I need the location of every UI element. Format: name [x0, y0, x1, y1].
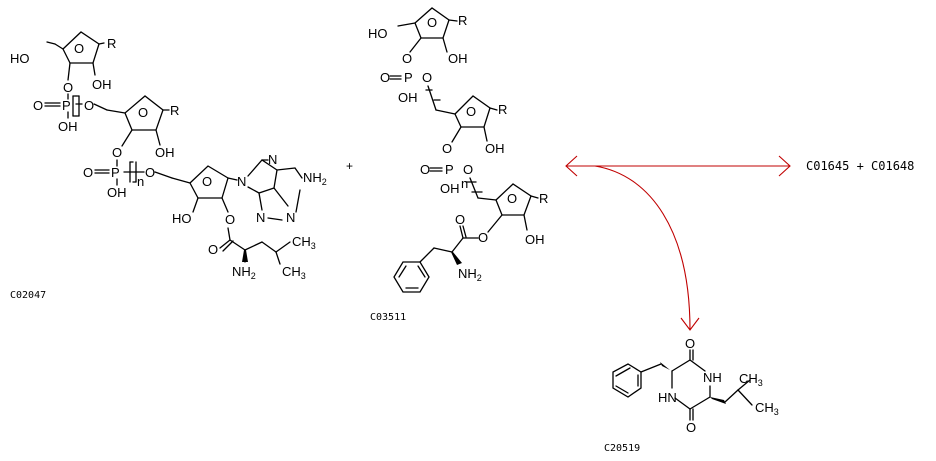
oxygen-label: O [83, 165, 93, 180]
phosphorus-label: P [445, 162, 454, 177]
wedge-bond [710, 397, 726, 404]
methyl-label: CH3 [755, 400, 779, 417]
oxygen-label: O [63, 80, 73, 95]
r-group-label: R [498, 102, 507, 117]
oh-label: OH [440, 181, 460, 196]
compound-id-c03511: C03511 [370, 312, 406, 323]
nh-label: NH [703, 370, 722, 385]
side-product-arrow [594, 165, 700, 331]
oxygen-label: O [422, 70, 432, 85]
nitrogen-label: N [237, 174, 246, 189]
r-group-label: R [107, 36, 116, 51]
c02047-structure: HO O R OH O P O OH O O R OH O P [10, 31, 327, 281]
hn-label: HN [658, 390, 677, 405]
wedge-bond [660, 362, 672, 371]
oxygen-label: O [463, 162, 473, 177]
nitrogen-label: N [268, 152, 277, 167]
oxygen-label: O [478, 230, 488, 245]
r-group-label: R [170, 103, 179, 118]
oh-label: OH [107, 185, 127, 200]
c20519-structure: O NH O HN CH3 CH3 [612, 336, 779, 435]
phosphorus-label: P [404, 70, 413, 85]
methyl-label: CH3 [292, 234, 316, 251]
nitrogen-label: N [286, 210, 295, 225]
ring-oxygen-label: O [466, 104, 476, 119]
wedge-bond [242, 250, 248, 262]
oh-label: OH [448, 51, 468, 66]
ho-label: HO [10, 51, 30, 66]
r-group-label: R [539, 191, 548, 206]
c03511-structure: HO O R OH O P O OH O O R OH O P O OH O n [368, 7, 548, 293]
ho-label: HO [172, 211, 192, 226]
ring-oxygen-label: O [74, 41, 84, 56]
reaction-arrow [565, 155, 791, 177]
r-group-label: R [458, 13, 467, 28]
oxygen-label: O [380, 70, 390, 85]
oxygen-label: O [112, 145, 122, 160]
oxygen-label: O [208, 242, 218, 257]
wedge-bond [451, 252, 462, 265]
oxygen-label: O [84, 98, 94, 113]
oxygen-label: O [225, 212, 235, 227]
oh-label: OH [525, 232, 545, 247]
nitrogen-label: N [256, 210, 265, 225]
oxygen-label: O [455, 212, 465, 227]
ring-oxygen-label: O [427, 15, 437, 30]
oh-label: OH [398, 90, 418, 105]
amine-nh2-label: NH2 [458, 266, 482, 283]
oh-label: OH [92, 77, 112, 92]
repeat-n-label: n [461, 176, 468, 191]
oxygen-label: O [685, 336, 695, 351]
amine-nh2-label: NH2 [232, 264, 256, 281]
oxygen-label: O [442, 141, 452, 156]
reaction-right-side: C01645 + C01648 [806, 159, 914, 173]
compound-id-c20519: C20519 [604, 443, 640, 454]
oxygen-label: O [33, 98, 43, 113]
oxygen-label: O [402, 51, 412, 66]
plus-sign: + [346, 159, 353, 173]
oh-label: OH [485, 141, 505, 156]
ring-oxygen-label: O [507, 191, 517, 206]
ring-oxygen-label: O [202, 174, 212, 189]
phosphorus-label: P [111, 165, 120, 180]
ho-label: HO [368, 26, 388, 41]
ring-oxygen-label: O [138, 105, 148, 120]
compound-id-c02047: C02047 [10, 290, 46, 301]
oh-label: OH [58, 119, 78, 134]
phosphorus-label: P [62, 98, 71, 113]
oxygen-label: O [420, 162, 430, 177]
oh-label: OH [155, 145, 175, 160]
repeat-n-label: n [137, 174, 144, 189]
adenine-nh2-label: NH2 [303, 170, 327, 187]
oxygen-label: O [145, 165, 155, 180]
methyl-label: CH3 [282, 264, 306, 281]
oxygen-label: O [686, 420, 696, 435]
methyl-label: CH3 [739, 371, 763, 388]
